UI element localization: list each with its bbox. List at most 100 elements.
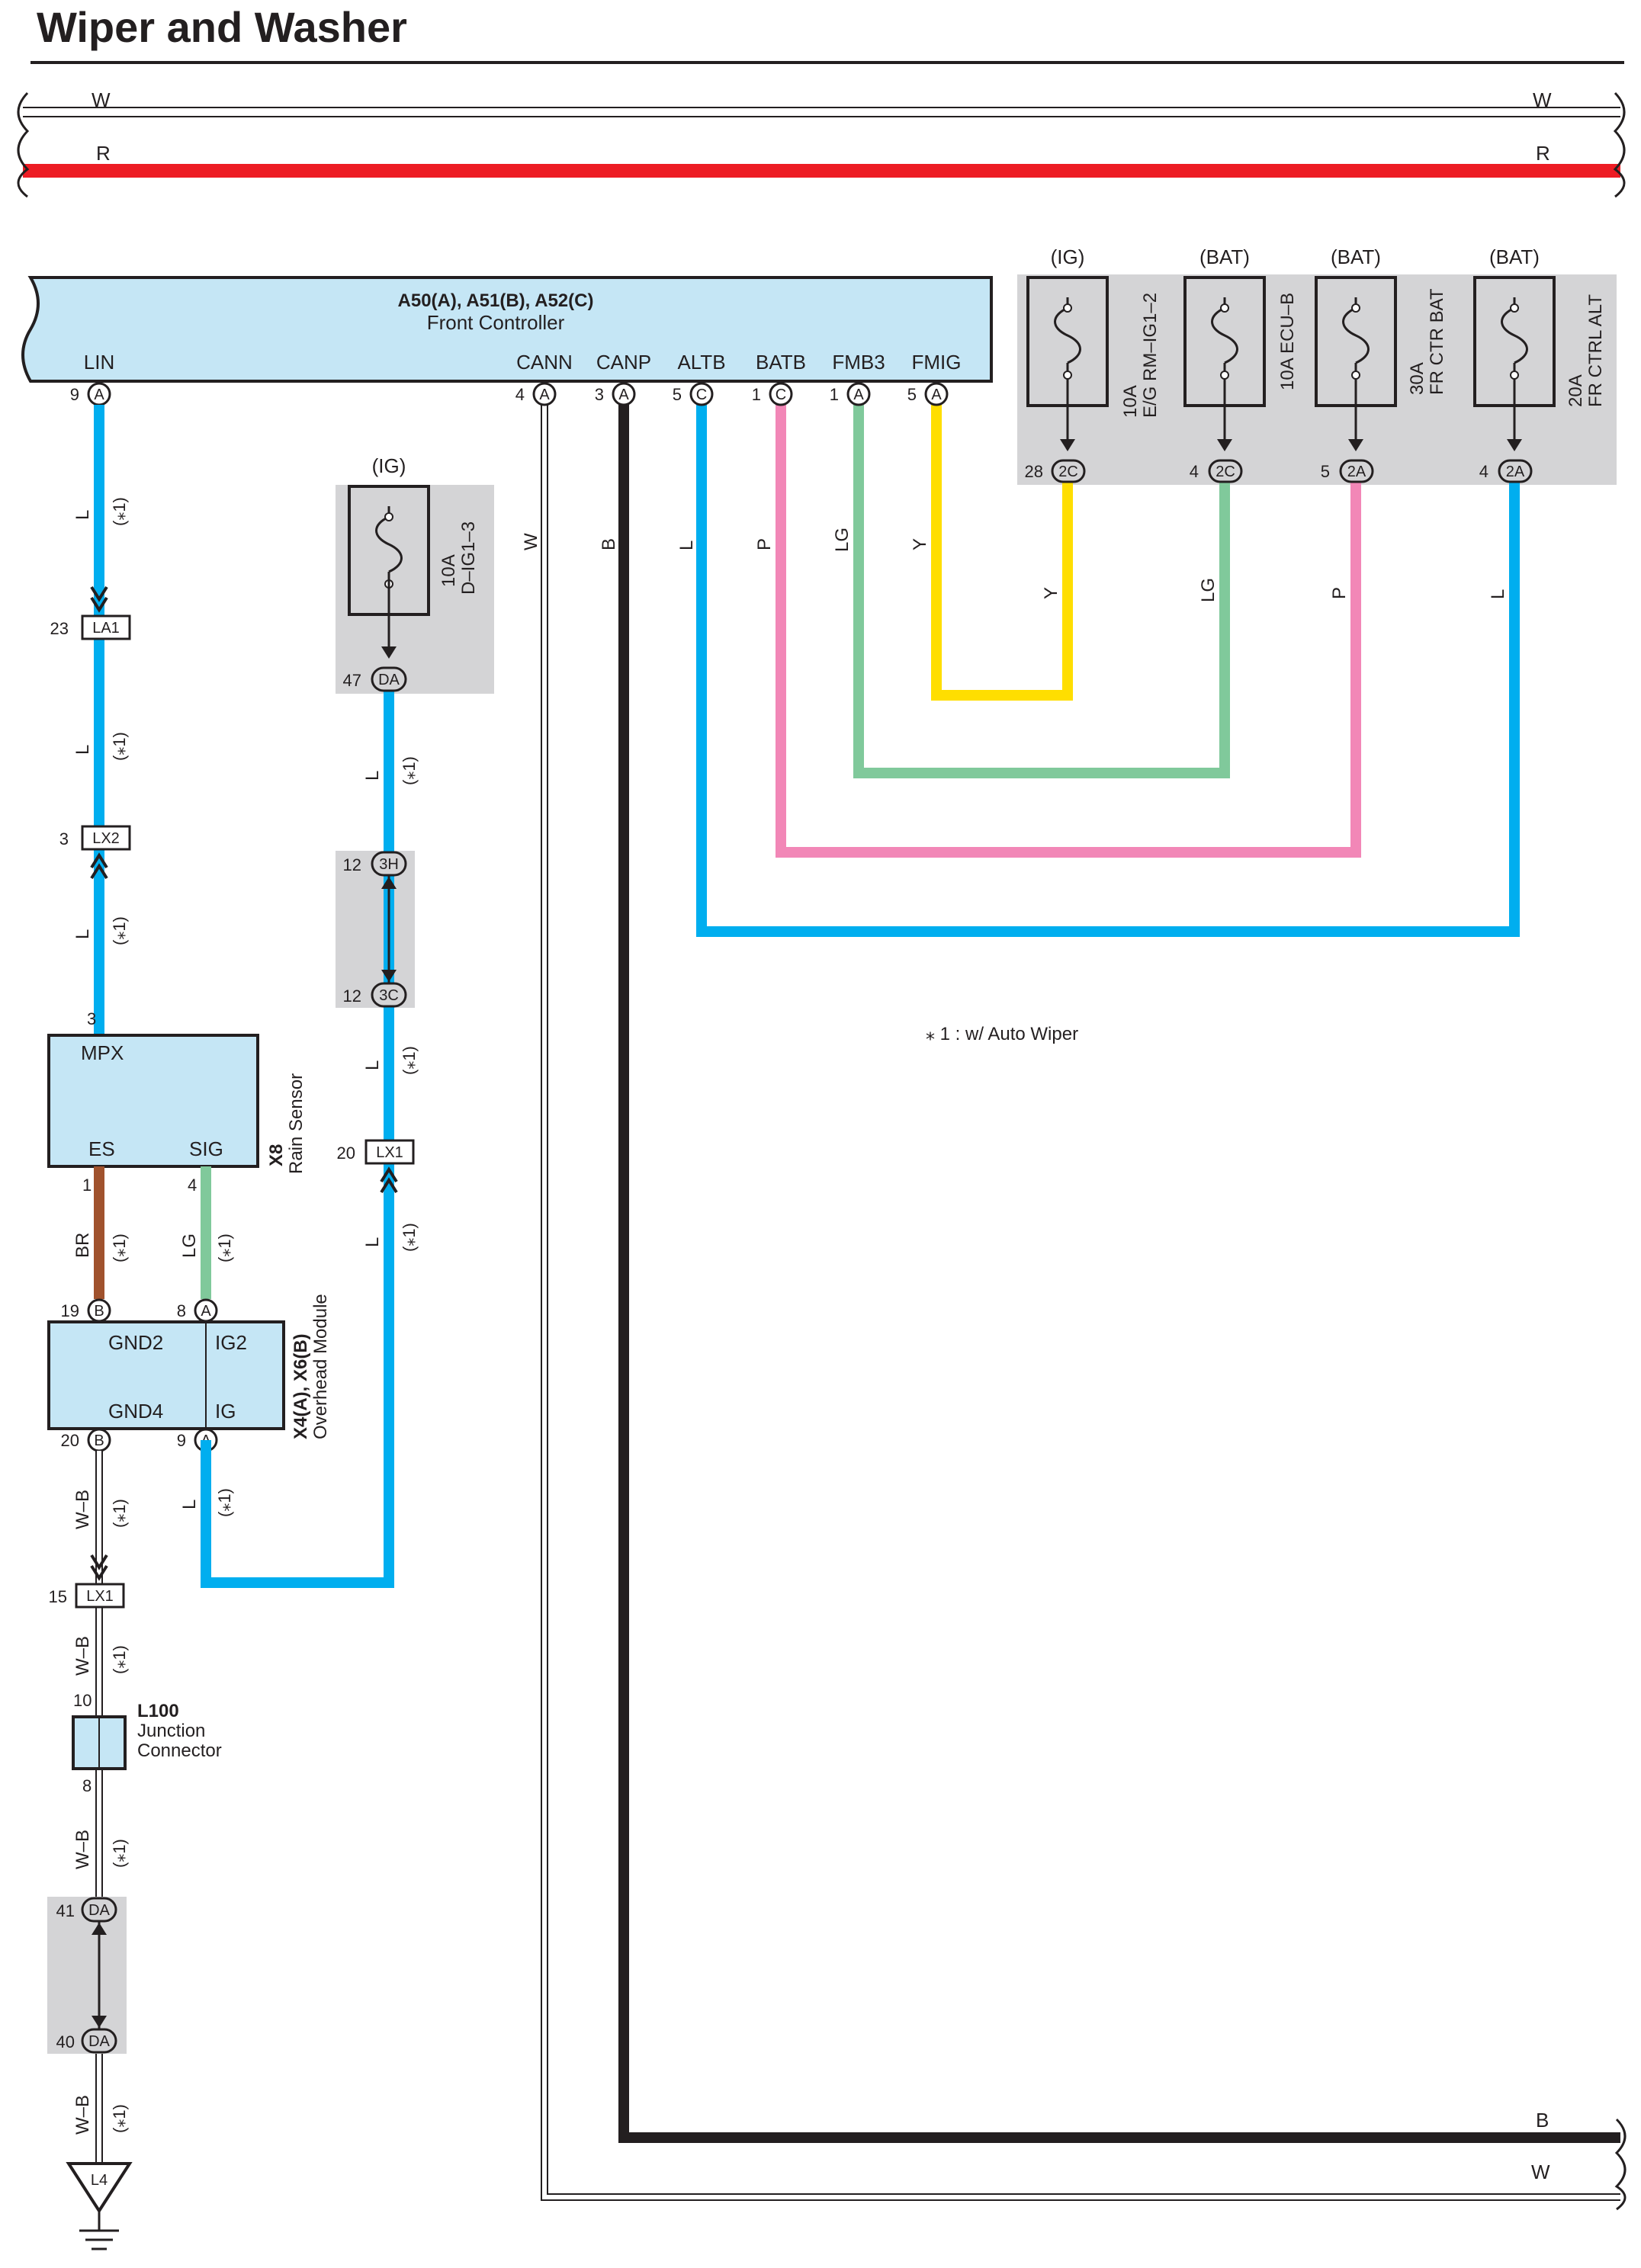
wb-wire-color-4: W–B [72, 2095, 93, 2135]
fuse1-amp: 10A [1120, 385, 1141, 418]
overhead-conn-gnd4: B [94, 1432, 104, 1449]
red-wire-label-right: R [1536, 142, 1550, 165]
wire-label-y-fuse: Y [1041, 587, 1061, 599]
connector-3h: 3H 12 [343, 851, 407, 877]
ig-wire-color-2: L [362, 1060, 383, 1070]
3h-arrow [381, 877, 397, 889]
pink-wire-batb [776, 404, 1361, 858]
rain-sensor-sig: SIG [189, 1137, 223, 1160]
connector-lx1-20: LX1 20 [337, 1139, 415, 1194]
rain-sensor-pin-mpx: 3 [87, 1009, 96, 1028]
fuse2-amp: 10A [1277, 358, 1298, 390]
la1-pin: 23 [50, 619, 69, 638]
wb-wire-color-2: W–B [72, 1636, 93, 1676]
blue-wire-ig [201, 691, 394, 1588]
dig-fuse-source: (IG) [372, 454, 406, 477]
pin-num-batb: 1 [752, 385, 761, 404]
terminal-fmig: FMIG [912, 351, 962, 374]
da-41-40-background [47, 1897, 127, 2054]
la1-name: LA1 [92, 620, 120, 637]
junction-3h-3c-background [336, 851, 415, 1008]
yellow-wire-fmig [931, 404, 1073, 701]
3c-name: 3C [379, 987, 399, 1004]
pin-conn-lin: A [94, 387, 104, 403]
lin-note-3: (⁎1) [110, 916, 129, 945]
front-controller: A50(A), A51(B), A52(C) Front Controller … [21, 276, 993, 383]
fuse2-name: ECU–B [1277, 293, 1298, 354]
svg-text:10A ECU–B: 10A ECU–B [1277, 293, 1298, 390]
junction-code: L100 [137, 1701, 179, 1721]
fuse3-name: FR CTR BAT [1427, 288, 1447, 395]
wire-label-b-canp: B [599, 538, 619, 550]
rain-sensor-es: ES [88, 1137, 115, 1160]
da41-name: DA [88, 1902, 110, 1919]
lx1a-pin: 20 [337, 1144, 355, 1163]
fuse4-amp: 20A [1566, 374, 1586, 407]
white-wire-cann-inner [542, 404, 1620, 2199]
connector-da47: DA 47 [343, 666, 407, 692]
ig-note-3: (⁎1) [400, 1223, 419, 1252]
pin-num-fmb3: 1 [830, 385, 839, 404]
black-wire-canp [618, 404, 1620, 2143]
fuse2-conn: 2C [1215, 464, 1235, 480]
sig-wire-color: LG [179, 1233, 200, 1258]
fuse-fr-ctrl-alt: (BAT) 20A FR CTRL ALT [1473, 245, 1606, 451]
wb-note-4: (⁎1) [110, 2104, 129, 2133]
lx1b-arrow [90, 1554, 108, 1581]
rain-sensor: 3 MPX ES SIG X8 Rain Sensor [47, 1009, 307, 1174]
lx2-name: LX2 [92, 830, 120, 847]
wb-wire-color-3: W–B [72, 1830, 93, 1869]
terminal-fmb3: FMB3 [832, 351, 885, 374]
terminal-lin: LIN [84, 351, 114, 374]
connector-da40: DA 40 [56, 2028, 117, 2054]
fuse4-source: (BAT) [1489, 245, 1540, 268]
red-power-wire: R R [23, 142, 1620, 178]
fuse4-pin: 4 [1479, 462, 1488, 481]
ground-name: L4 [91, 2172, 108, 2189]
sig-note: (⁎1) [215, 1233, 234, 1262]
junction-name2: Connector [137, 1740, 222, 1761]
overhead-gnd4: GND4 [108, 1400, 163, 1423]
junction-pin-bottom: 8 [82, 1776, 92, 1795]
lin-note-1: (⁎1) [110, 497, 129, 526]
overhead-pin-ig2: 8 [177, 1301, 186, 1320]
overhead-code: X4(A), X6(B) [291, 1333, 311, 1439]
junction-connector-l100: 10 8 L100 Junction Connector [72, 1691, 222, 1795]
overhead-pin-gnd2: 19 [61, 1301, 79, 1320]
pin-num-fmig: 5 [907, 385, 917, 404]
fuse-connector-pills: 2C 28 2C 4 2A 5 2A 4 [1025, 459, 1533, 483]
ig-note-1: (⁎1) [400, 756, 419, 785]
fuse1-name: E/G RM–IG1–2 [1140, 293, 1161, 418]
ground-l4: L4 [66, 2162, 133, 2250]
3c-pin: 12 [343, 986, 361, 1006]
fuse3-conn: 2A [1347, 464, 1366, 480]
fuse4-name: FR CTRL ALT [1585, 294, 1606, 407]
rain-sensor-pin-es: 1 [82, 1176, 92, 1195]
fuse3-source: (BAT) [1331, 245, 1381, 268]
pin-num-lin: 9 [70, 385, 79, 404]
red-wire-label-left: R [96, 142, 111, 165]
fuse3-amp: 30A [1407, 362, 1427, 395]
front-controller-name: Front Controller [427, 311, 565, 334]
es-note: (⁎1) [110, 1233, 129, 1262]
top-white-wire: W W [23, 88, 1620, 117]
front-controller-pins: A 9 A 4 A 3 C 5 C 1 A 1 A 5 [70, 382, 949, 406]
connector-lx2: LX2 3 [59, 825, 131, 880]
overhead-pin-ig: 9 [177, 1431, 186, 1450]
wb-wire-color-1: W–B [72, 1490, 93, 1529]
pin-num-altb: 5 [673, 385, 682, 404]
connector-3c: 3C 12 [343, 982, 407, 1008]
3h-name: 3H [379, 856, 399, 873]
pin-conn-altb: C [696, 387, 707, 403]
front-controller-code: A50(A), A51(B), A52(C) [398, 290, 594, 311]
ig-note-4: (⁎1) [215, 1488, 234, 1517]
top-wire-label-right: W [1533, 88, 1552, 111]
overhead-conn-ig2: A [201, 1303, 211, 1320]
terminal-canp: CANP [596, 351, 651, 374]
lin-note-2: (⁎1) [110, 732, 129, 761]
connector-da41: DA 41 [56, 1897, 117, 1923]
fuse1-source: (IG) [1051, 245, 1085, 268]
wire-label-l-altb: L [676, 541, 697, 550]
da40-name: DA [88, 2033, 110, 2050]
overhead-ig: IG [215, 1400, 236, 1423]
